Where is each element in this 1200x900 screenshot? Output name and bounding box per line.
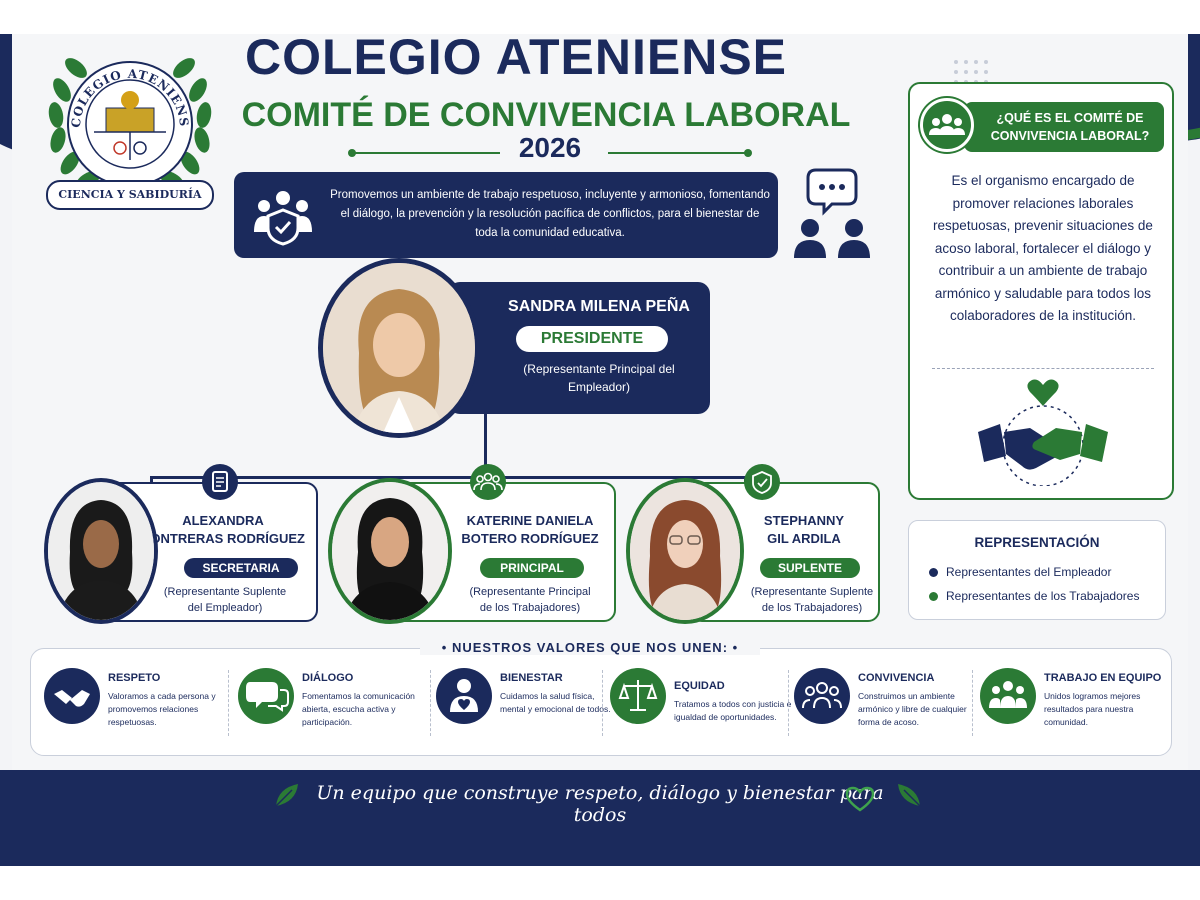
page-title: COLEGIO ATENIENSE bbox=[244, 29, 788, 85]
chat-bubbles-icon bbox=[238, 668, 294, 724]
community-icon bbox=[794, 668, 850, 724]
divider-dot bbox=[348, 149, 356, 157]
president-description: (Representante Principal del Empleador) bbox=[523, 362, 675, 394]
handshake-heart-icon bbox=[978, 379, 1108, 486]
value-description: Construimos un ambiente armónico y libre… bbox=[858, 691, 967, 727]
footer-band bbox=[0, 770, 1200, 866]
people-icon bbox=[920, 98, 974, 152]
value-item-respeto: RESPETO Valoramos a cada persona y promo… bbox=[44, 668, 234, 738]
conversation-icon bbox=[794, 168, 870, 258]
legend-item-employer: Representantes del Empleador bbox=[929, 565, 1111, 579]
divider bbox=[932, 368, 1154, 369]
person-portrait-icon bbox=[630, 482, 740, 620]
mission-text: Promovemos un ambiente de trabajo respet… bbox=[330, 189, 770, 239]
person-portrait-icon bbox=[323, 263, 475, 433]
president-card: SANDRA MILENA PEÑA PRESIDENTE (Represent… bbox=[448, 282, 710, 414]
legend-dot bbox=[929, 592, 938, 602]
divider bbox=[352, 152, 500, 154]
org-connector bbox=[484, 414, 487, 476]
year-label: 2026 bbox=[518, 132, 582, 163]
member-role-badge: SUPLENTE bbox=[760, 558, 860, 578]
member-name: STEPHANNY GIL ARDILA bbox=[763, 513, 845, 546]
divider bbox=[602, 670, 603, 736]
divider bbox=[608, 152, 748, 154]
divider bbox=[430, 670, 431, 736]
org-connector bbox=[150, 476, 746, 479]
team-icon bbox=[980, 668, 1036, 724]
info-panel: ¿QUÉ ES EL COMITÉ DE CONVIVENCIA LABORAL… bbox=[908, 82, 1174, 500]
member-description: (Representante Suplente de los Trabajado… bbox=[750, 586, 874, 614]
value-name: EQUIDAD bbox=[674, 680, 725, 692]
person-portrait-icon bbox=[48, 482, 154, 620]
member-photo bbox=[626, 478, 744, 624]
footer-slogan: Un equipo que construye respeto, diálogo… bbox=[316, 782, 884, 826]
value-description: Fomentamos la comunicación abierta, escu… bbox=[302, 691, 415, 727]
shield-icon bbox=[744, 464, 780, 500]
legend-title: REPRESENTACIÓN bbox=[974, 535, 1100, 550]
balance-scale-icon bbox=[610, 668, 666, 724]
info-text: Es el organismo encargado de promover re… bbox=[933, 173, 1153, 323]
value-description: Cuidamos la salud física, mental y emoci… bbox=[500, 691, 611, 714]
person-heart-icon bbox=[436, 668, 492, 724]
member-description: (Representante Suplente del Empleador) bbox=[163, 586, 287, 614]
value-description: Unidos logramos mejores resultados para … bbox=[1044, 691, 1141, 727]
value-item-equidad: EQUIDAD Tratamos a todos con justicia e … bbox=[610, 668, 800, 738]
leaf-icon bbox=[275, 784, 298, 807]
divider bbox=[788, 670, 789, 736]
value-name: DIÁLOGO bbox=[302, 672, 354, 684]
president-photo bbox=[318, 258, 480, 438]
member-name: KATERINE DANIELA BOTERO RODRÍGUEZ bbox=[461, 513, 599, 546]
value-name: TRABAJO EN EQUIPO bbox=[1044, 672, 1162, 684]
value-description: Valoramos a cada persona y promovemos re… bbox=[108, 691, 216, 727]
value-name: BIENESTAR bbox=[500, 672, 563, 684]
president-name: SANDRA MILENA PEÑA bbox=[508, 298, 690, 315]
divider bbox=[972, 670, 973, 736]
legend-item-workers: Representantes de los Trabajadores bbox=[929, 589, 1139, 603]
leaf-icon bbox=[898, 784, 921, 807]
school-logo: COLEGIO ATENIENSE CIENCIA Y SABIDURÍA bbox=[39, 19, 216, 230]
member-photo bbox=[44, 478, 158, 624]
member-name: ALEXANDRA CONTRERAS RODRÍGUEZ bbox=[141, 513, 305, 546]
team-shield-icon bbox=[254, 191, 312, 246]
president-role-badge: PRESIDENTE bbox=[516, 326, 668, 352]
mission-banner: Promovemos un ambiente de trabajo respet… bbox=[234, 172, 778, 258]
heart-icon bbox=[845, 786, 875, 812]
info-title: ¿QUÉ ES EL COMITÉ DE CONVIVENCIA LABORAL… bbox=[964, 102, 1164, 152]
logo-motto: CIENCIA Y SABIDURÍA bbox=[46, 180, 214, 210]
value-description: Tratamos a todos con justicia e igualdad… bbox=[674, 699, 792, 722]
member-description: (Representante Principal de los Trabajad… bbox=[469, 586, 591, 614]
laurel-icon: COLEGIO ATENIENSE bbox=[39, 19, 212, 189]
member-role-badge: SECRETARIA bbox=[184, 558, 298, 578]
group-icon bbox=[470, 464, 506, 500]
value-item-trabajo-en-equipo: TRABAJO EN EQUIPO Unidos logramos mejore… bbox=[980, 668, 1164, 738]
value-name: CONVIVENCIA bbox=[858, 672, 935, 684]
value-item-bienestar: BIENESTAR Cuidamos la salud física, ment… bbox=[436, 668, 616, 738]
person-portrait-icon bbox=[332, 482, 448, 620]
divider bbox=[228, 670, 229, 736]
member-role-badge: PRINCIPAL bbox=[480, 558, 584, 578]
divider-dot bbox=[744, 149, 752, 157]
member-photo bbox=[328, 478, 452, 624]
value-name: RESPETO bbox=[108, 672, 161, 684]
value-item-dialogo: DIÁLOGO Fomentamos la comunicación abier… bbox=[238, 668, 428, 738]
value-item-convivencia: CONVIVENCIA Construimos un ambiente armó… bbox=[794, 668, 974, 738]
representation-legend: REPRESENTACIÓN Representantes del Emplea… bbox=[908, 520, 1166, 620]
handshake-icon bbox=[44, 668, 100, 724]
legend-dot bbox=[929, 568, 938, 578]
page-subtitle: COMITÉ DE CONVIVENCIA LABORAL bbox=[241, 96, 851, 134]
document-icon bbox=[202, 464, 238, 500]
values-title: • NUESTROS VALORES QUE NOS UNEN: • bbox=[420, 640, 760, 655]
